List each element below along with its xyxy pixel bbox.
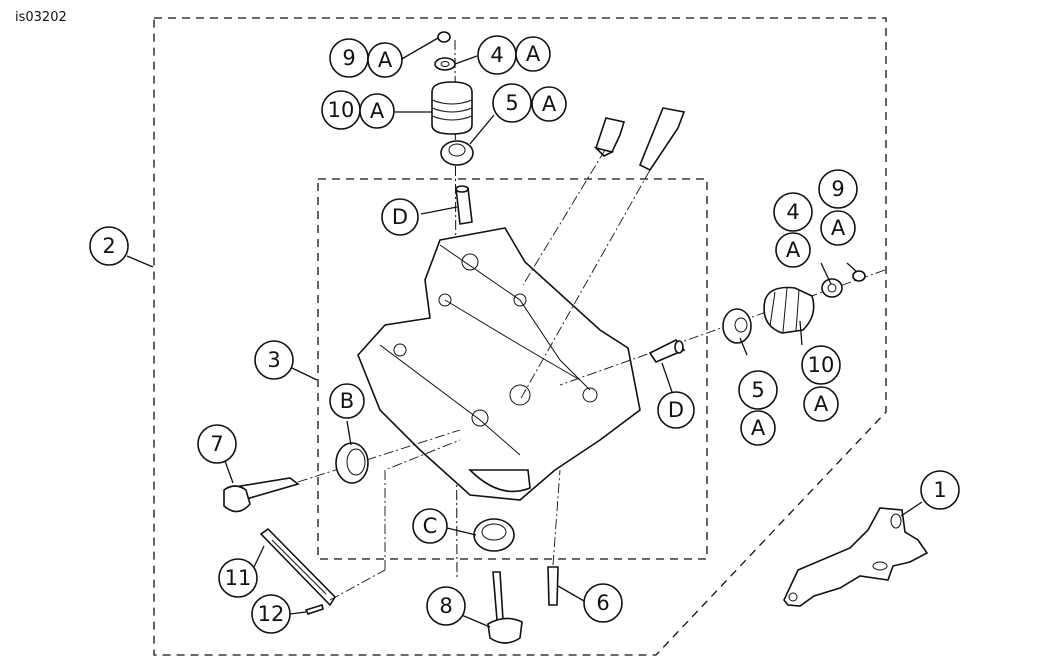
figure-id: is03202: [15, 10, 67, 25]
letter-a-top-10: A: [359, 93, 395, 129]
valve-seal-c: [473, 518, 515, 552]
svg-text:A: A: [751, 416, 766, 440]
svg-text:A: A: [370, 99, 385, 123]
svg-text:10: 10: [808, 353, 835, 377]
callout-9-top: 9: [329, 38, 369, 78]
letter-b: B: [329, 383, 365, 419]
letter-a-right-4: A: [775, 232, 811, 268]
screw-12: [304, 603, 324, 615]
svg-text:9: 9: [342, 46, 355, 70]
callout-4-top: 4: [477, 35, 517, 75]
letter-d-right: D: [657, 391, 695, 429]
svg-text:D: D: [392, 205, 408, 229]
callout-9-right: 9: [818, 169, 858, 209]
svg-text:A: A: [526, 42, 541, 66]
svg-text:C: C: [423, 514, 438, 538]
callout-12: 12: [251, 594, 291, 634]
svg-text:6: 6: [596, 591, 609, 615]
svg-text:11: 11: [225, 566, 252, 590]
svg-text:2: 2: [102, 234, 115, 258]
callout-5-right: 5: [738, 370, 778, 410]
svg-text:1: 1: [933, 478, 946, 502]
svg-text:D: D: [668, 398, 684, 422]
svg-text:9: 9: [831, 177, 844, 201]
svg-text:A: A: [814, 392, 829, 416]
right-spring-stack: [559, 269, 886, 386]
svg-text:12: 12: [258, 602, 285, 626]
callout-6: 6: [583, 583, 623, 623]
callout-7: 7: [197, 424, 237, 464]
callout-1: 1: [920, 470, 960, 510]
head-bolts: [519, 107, 686, 401]
letter-a-top-9: A: [367, 42, 403, 78]
inner-dashed-boundary: [317, 178, 708, 560]
letter-d-top: D: [381, 198, 419, 236]
svg-text:8: 8: [439, 594, 452, 618]
svg-text:A: A: [831, 216, 846, 240]
cylinder-head: [357, 227, 641, 501]
intake-valve: [487, 571, 523, 644]
svg-text:5: 5: [505, 91, 518, 115]
letter-c: C: [412, 508, 448, 544]
callout-3: 3: [254, 340, 294, 380]
svg-text:B: B: [340, 389, 354, 413]
plate-11: [259, 439, 461, 607]
stud-6: [547, 469, 561, 606]
svg-text:7: 7: [210, 432, 223, 456]
callout-8: 8: [426, 586, 466, 626]
valve-seal-b: [335, 442, 369, 484]
svg-text:3: 3: [267, 348, 280, 372]
callout-2: 2: [89, 226, 129, 266]
svg-text:A: A: [786, 238, 801, 262]
letter-a-right-10: A: [803, 386, 839, 422]
letter-a-right-5: A: [740, 410, 776, 446]
callout-10-top: 10: [321, 90, 361, 130]
svg-text:10: 10: [328, 98, 355, 122]
svg-text:A: A: [378, 48, 393, 72]
bracket-1: [783, 507, 929, 607]
callout-10-right: 10: [801, 345, 841, 385]
svg-text:5: 5: [751, 378, 764, 402]
outer-dashed-boundary: [153, 17, 887, 656]
leader-lines: [126, 37, 923, 628]
top-spring-stack: [431, 31, 474, 581]
exhaust-valve: [223, 429, 461, 513]
callout-5-top: 5: [492, 83, 532, 123]
letter-a-right-9: A: [820, 210, 856, 246]
svg-text:4: 4: [786, 200, 799, 224]
svg-text:A: A: [542, 92, 557, 116]
callout-4-right: 4: [773, 192, 813, 232]
callout-11: 11: [218, 558, 258, 598]
letter-a-top-4: A: [515, 36, 551, 72]
letter-a-top-5: A: [531, 86, 567, 122]
svg-text:4: 4: [490, 43, 503, 67]
